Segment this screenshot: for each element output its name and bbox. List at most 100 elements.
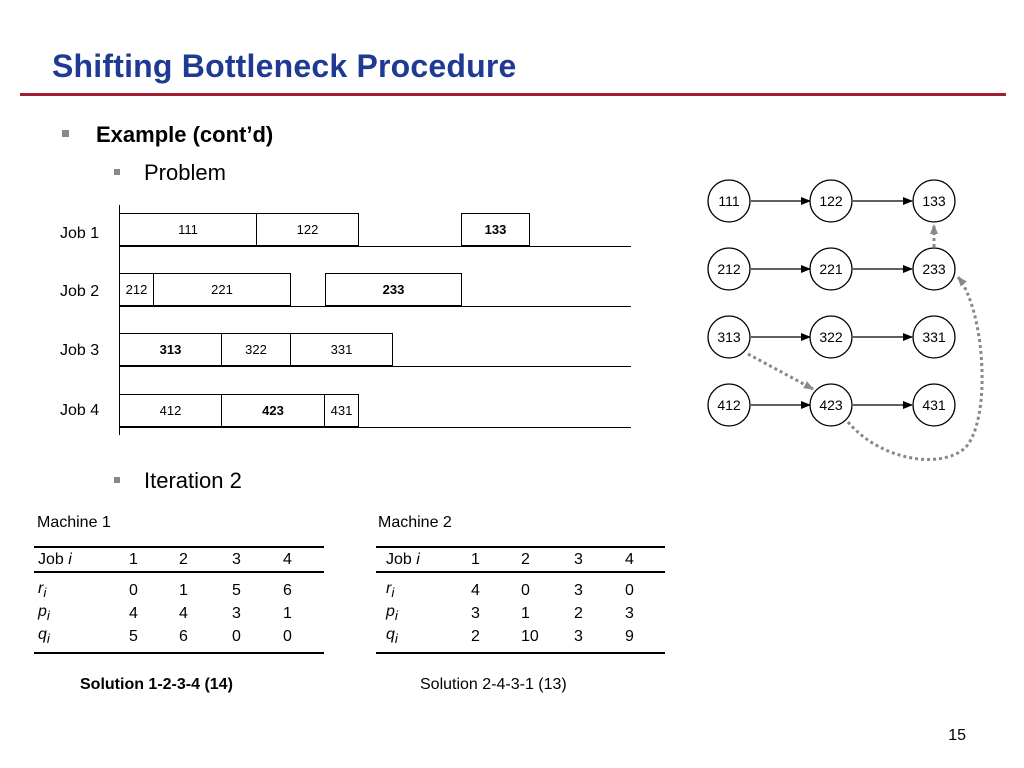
graph-node-label: 212: [717, 261, 741, 277]
gantt-op: 212: [119, 273, 154, 306]
table-cell: 4: [179, 604, 188, 622]
row-symbol: qi: [34, 625, 129, 653]
gantt-job-label: Job 3: [60, 342, 100, 359]
graph-node: 221: [809, 247, 853, 291]
row-symbol: ri: [376, 572, 471, 602]
row-symbol: ri: [34, 572, 129, 602]
graph-node: 331: [912, 315, 956, 359]
header-cell: 3: [232, 550, 241, 568]
bullet-square-icon: [114, 169, 120, 175]
header-cell: Job i: [376, 547, 471, 572]
row-symbol-main: p: [38, 603, 47, 621]
table-row: ri 4 0 3 0: [376, 572, 665, 602]
graph-node-label: 111: [718, 193, 739, 209]
machine1-solution: Solution 1-2-3-4 (14): [80, 676, 233, 693]
graph-node-label: 233: [922, 261, 946, 277]
gantt-row-baseline: [119, 366, 631, 367]
graph-node: 313: [707, 315, 751, 359]
gantt-op: 322: [221, 333, 291, 366]
graph-node: 122: [809, 179, 853, 223]
table-cell: 0: [129, 581, 138, 599]
graph-node: 431: [912, 383, 956, 427]
table-cell: 2: [574, 604, 583, 622]
header-cell: 1: [129, 550, 138, 568]
graph-node: 412: [707, 383, 751, 427]
gantt-time-axis: [119, 205, 120, 435]
table-cell: 3: [625, 604, 634, 622]
machine1-table: Job i 1 2 3 4 ri 0 1 5 6 pi 4 4 3 1 qi 5…: [34, 546, 324, 654]
table-row: qi 5 6 0 0: [34, 625, 324, 653]
table-cell: 5: [232, 581, 241, 599]
graph-node-label: 122: [819, 193, 843, 209]
gantt-op: 412: [119, 394, 222, 427]
bullet-iteration-text: Iteration 2: [144, 468, 242, 493]
table-cell: 3: [471, 604, 480, 622]
table-cell: 1: [521, 604, 530, 622]
table-cell: 4: [129, 604, 138, 622]
header-prefix: Job: [386, 550, 417, 568]
header-cell: 4: [283, 550, 292, 568]
graph-node-label: 133: [922, 193, 946, 209]
table-cell: 0: [521, 581, 530, 599]
header-cell: 2: [179, 550, 188, 568]
table-cell: 9: [625, 627, 634, 645]
row-symbol-main: q: [386, 626, 395, 644]
row-symbol-main: r: [38, 580, 44, 598]
table-cell: 10: [521, 627, 539, 645]
table-cell: 5: [129, 627, 138, 645]
gantt-op: 111: [119, 213, 257, 246]
table-cell: 0: [283, 627, 292, 645]
graph-node-label: 423: [819, 397, 843, 413]
table-cell: 3: [574, 581, 583, 599]
graph-node: 233: [912, 247, 956, 291]
row-symbol-main: r: [386, 580, 392, 598]
table-header-row: Job i 1 2 3 4: [34, 547, 324, 572]
row-symbol-main: q: [38, 626, 47, 644]
graph-node: 212: [707, 247, 751, 291]
row-symbol-sub: i: [394, 608, 398, 624]
graph-node-label: 322: [819, 329, 843, 345]
bullet-problem-text: Problem: [144, 160, 226, 185]
page-number: 15: [948, 727, 966, 744]
row-symbol-sub: i: [394, 631, 398, 647]
gantt-row-baseline: [119, 427, 631, 428]
bullet-example-text: Example (cont’d): [96, 122, 274, 147]
title-divider: [20, 93, 1006, 96]
graph-node-label: 431: [922, 397, 946, 413]
header-cell: 1: [471, 550, 480, 568]
bullet-square-icon: [62, 130, 69, 137]
header-prefix: Job: [38, 550, 69, 568]
table-cell: 0: [232, 627, 241, 645]
table-cell: 6: [283, 581, 292, 599]
header-cell: 2: [521, 550, 530, 568]
gantt-op: 331: [290, 333, 393, 366]
gantt-op: 122: [256, 213, 359, 246]
disjunctive-graph: 111 122 133 212 221 233 313 322 331 412 …: [707, 179, 984, 461]
gantt-row-baseline: [119, 246, 631, 247]
table-cell: 6: [179, 627, 188, 645]
header-cell: 3: [574, 550, 583, 568]
row-symbol-sub: i: [391, 585, 395, 601]
table-row: ri 0 1 5 6: [34, 572, 324, 602]
table-cell: 0: [625, 581, 634, 599]
machine2-table: Job i 1 2 3 4 ri 4 0 3 0 pi 3 1 2 3 qi 2…: [376, 546, 665, 654]
row-symbol-sub: i: [43, 585, 47, 601]
graph-node-label: 313: [717, 329, 741, 345]
graph-node-label: 412: [717, 397, 741, 413]
row-symbol-sub: i: [46, 608, 50, 624]
gantt-op: 133: [461, 213, 530, 246]
gantt-row-baseline: [119, 306, 631, 307]
graph-node: 322: [809, 315, 853, 359]
slide-title: Shifting Bottleneck Procedure: [52, 48, 517, 84]
row-symbol: pi: [376, 602, 471, 625]
table-row: qi 2 10 3 9: [376, 625, 665, 653]
table-row: pi 4 4 3 1: [34, 602, 324, 625]
graph-node: 423: [809, 383, 853, 427]
disjunctive-arc: [747, 352, 814, 391]
table-cell: 1: [283, 604, 292, 622]
gantt-op: 431: [324, 394, 359, 427]
gantt-job-label: Job 4: [60, 402, 100, 419]
gantt-op: 423: [221, 394, 325, 427]
header-var: i: [68, 550, 72, 568]
row-symbol-main: p: [386, 603, 395, 621]
